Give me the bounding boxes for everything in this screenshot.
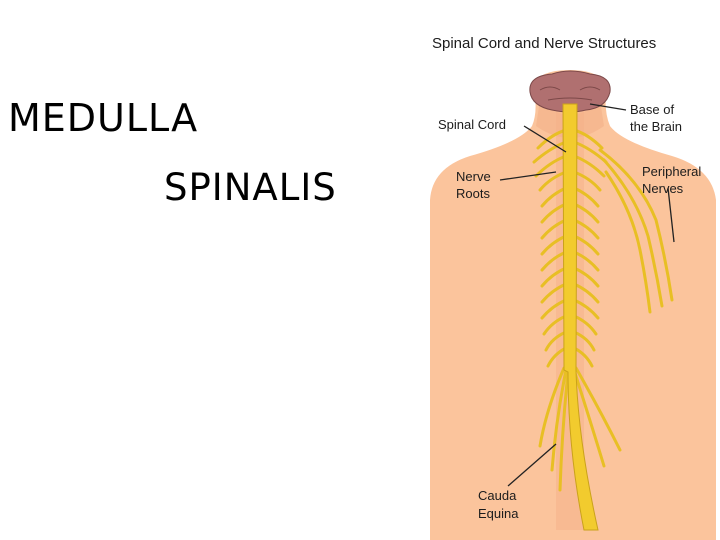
label-spinal-cord: Spinal Cord bbox=[438, 117, 506, 132]
spinal-cord bbox=[562, 103, 599, 531]
label-nerve-roots-2: Roots bbox=[456, 186, 490, 201]
title-spinalis: SPINALIS bbox=[164, 166, 337, 209]
brain-folds bbox=[539, 86, 601, 101]
diagram-title: Spinal Cord and Nerve Structures bbox=[432, 35, 656, 52]
label-base-of-brain-1: Base of bbox=[630, 102, 674, 117]
label-cauda-equina-2: Equina bbox=[478, 506, 519, 521]
leader-lines bbox=[499, 103, 675, 487]
label-peripheral-nerves-1: Peripheral bbox=[642, 164, 701, 179]
peripheral-nerves bbox=[598, 148, 674, 314]
label-base-of-brain-2: the Brain bbox=[630, 119, 682, 134]
cauda-equina bbox=[538, 366, 622, 492]
label-peripheral-nerves-2: Nerves bbox=[642, 181, 684, 196]
label-nerve-roots-1: Nerve bbox=[456, 169, 491, 184]
title-medulla: MEDULLA bbox=[8, 96, 199, 140]
brain-base bbox=[529, 70, 611, 113]
label-cauda-equina-1: Cauda bbox=[478, 488, 517, 503]
